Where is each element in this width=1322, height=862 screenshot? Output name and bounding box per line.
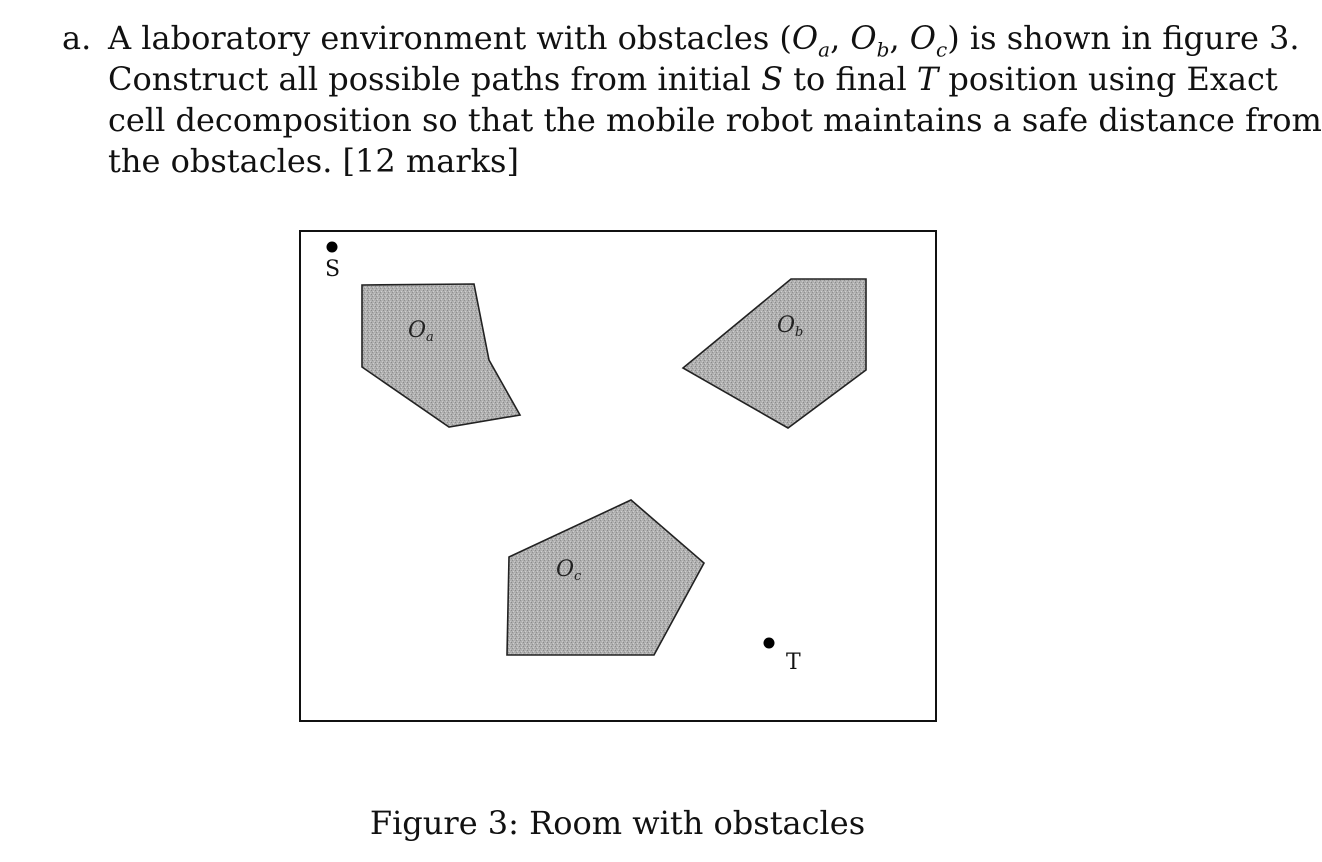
question-text: A laboratory environment with obstacles … [108,18,1322,182]
question-label: a. [62,19,92,57]
question-line-1: A laboratory environment with obstacles … [108,18,1300,62]
line-2-mid: to final [783,60,917,98]
target-symbol: T [916,60,939,98]
obstacle-b-subscript: b [876,37,890,62]
question-line-4: the obstacles. [12 marks] [108,142,519,180]
obstacle-a-label: Oa [408,318,434,345]
target-label: T [786,650,801,675]
obstacle-c-symbol: O [909,19,937,57]
room-diagram: Oa Ob Oc S T [299,230,937,722]
line-2-before: Construct all possible paths from initia… [108,60,762,98]
line-2-after: position using Exact [938,60,1278,98]
question-line-2: Construct all possible paths from initia… [108,59,1278,100]
target-point [763,637,775,649]
obstacle-a-subscript: a [818,37,831,62]
line-1-before: A laboratory environment with obstacles … [108,19,792,57]
obstacle-b-symbol: O [850,19,877,57]
start-point [326,241,338,253]
line-1-after: ) is shown in figure 3. [947,19,1300,57]
line-1-sep-1: , [830,19,851,57]
line-1-sep-2: , [889,19,910,57]
start-label: S [325,257,340,282]
obstacle-b-label: Ob [777,313,803,340]
obstacle-a-symbol: O [791,19,819,57]
obstacle-c [506,499,706,656]
start-symbol: S [761,60,783,98]
room-border [299,230,937,722]
obstacle-c-label: Oc [556,557,582,584]
obstacle-c-subscript: c [936,37,948,62]
room-figure: Oa Ob Oc S T [299,230,937,722]
obstacle-b [681,278,867,429]
question-line-3: cell decomposition so that the mobile ro… [108,101,1322,139]
obstacle-a [361,283,522,428]
figure-caption: Figure 3: Room with obstacles [369,804,866,842]
